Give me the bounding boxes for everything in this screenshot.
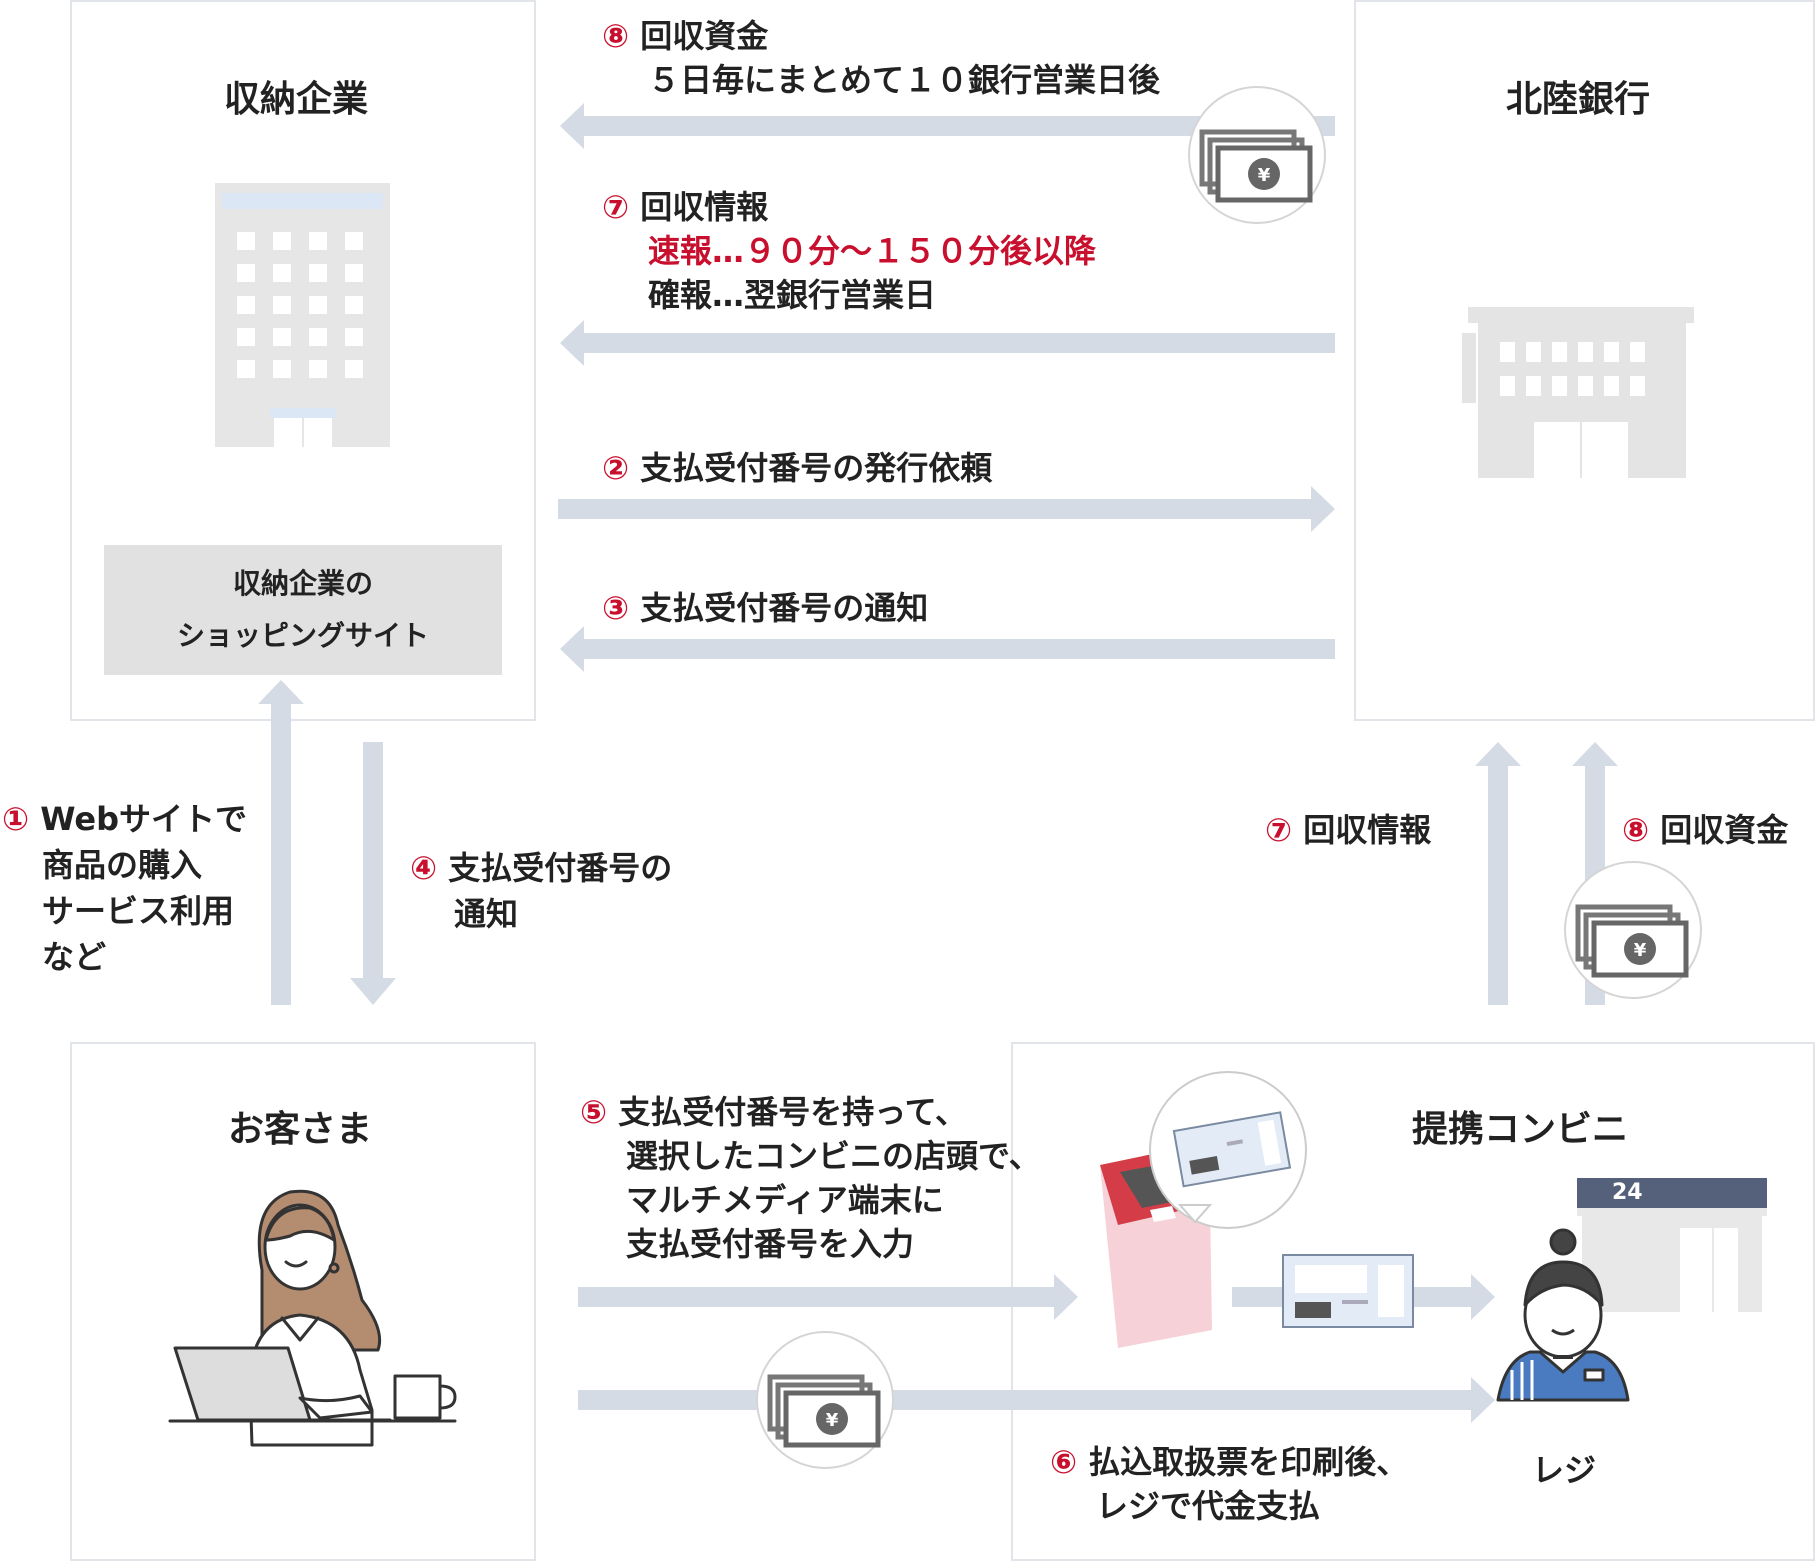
svg-text:¥: ¥ xyxy=(1634,940,1647,961)
kiosk-icon xyxy=(1100,1071,1307,1348)
flow-5-label: ⑤ 支払受付番号を持って、 選択したコンビニの店頭で、 マルチメディア端末に 支… xyxy=(580,1093,1041,1263)
money-icon: ¥ xyxy=(1564,861,1702,999)
woman-laptop-icon xyxy=(168,1189,457,1447)
flow-6-label: ⑥ 払込取扱票を印刷後、 レジで代金支払 xyxy=(1050,1443,1409,1525)
company-title: 収納企業 xyxy=(224,79,369,120)
building-icon xyxy=(215,183,390,447)
bank-icon xyxy=(1462,307,1694,478)
shopping-site-box: 収納企業の ショッピングサイト xyxy=(104,545,502,675)
convenience-store-icon xyxy=(1577,1178,1767,1312)
flow-8-top-label: ⑧ 回収資金 ５日毎にまとめて１０銀行営業日後 xyxy=(602,17,1161,99)
register-label: レジ xyxy=(1532,1451,1597,1489)
flow-2-label: ② 支払受付番号の発行依頼 xyxy=(602,449,993,487)
svg-text:¥: ¥ xyxy=(1258,165,1271,186)
flow-7-top-label: ⑦ 回収情報 速報…９０分～１５０分後以降 確報…翌銀行営業日 xyxy=(602,188,1097,314)
cashier-icon xyxy=(1496,1228,1630,1402)
flow-7-right-label: ⑦ 回収情報 xyxy=(1265,811,1432,849)
svg-text:¥: ¥ xyxy=(826,1410,839,1431)
money-icon: ¥ xyxy=(1188,86,1326,224)
shopping-site-line: ショッピングサイト xyxy=(176,619,429,652)
shopping-site-line: 収納企業の xyxy=(232,567,373,600)
customer-title: お客さま xyxy=(228,1109,373,1150)
bank-title: 北陸銀行 xyxy=(1506,79,1651,120)
store-title: 提携コンビニ xyxy=(1412,1109,1629,1150)
flow-3-label: ③ 支払受付番号の通知 xyxy=(602,589,929,627)
money-icon: ¥ xyxy=(756,1331,894,1469)
slip-icon xyxy=(1282,1254,1414,1328)
flow-1-label: ① Webサイトで 商品の購入 サービス利用 など xyxy=(2,800,248,976)
flow-4-label: ④ 支払受付番号の 通知 xyxy=(410,849,673,933)
flow-8-right-label: ⑧ 回収資金 xyxy=(1622,811,1789,849)
store-sign-label: 24 xyxy=(1612,1180,1643,1205)
